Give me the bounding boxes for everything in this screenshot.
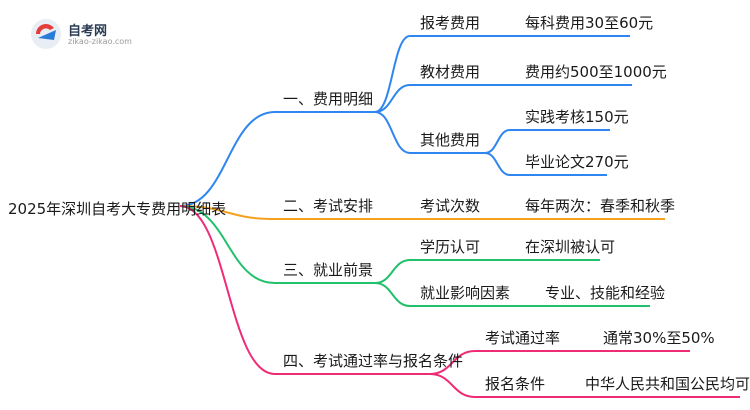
item-label: 考试通过率 [485,329,561,347]
branch-label: 一、费用明细 [283,90,374,108]
item-label: 报名条件 [485,375,546,393]
detail-label: 每科费用30至60元 [525,14,654,32]
item-connector [374,259,411,284]
detail-label: 中华人民共和国公民均可报名 [585,375,750,393]
detail-connector [484,129,511,154]
branch-label: 四、考试通过率与报名条件 [283,352,464,370]
logo-url: zikao-zikao.com [68,37,132,46]
item-label: 考试次数 [420,197,481,215]
detail-label: 在深圳被认可 [525,238,616,256]
item-connector [374,111,411,154]
logo-name: 自考网 [68,24,108,39]
branch-label: 二、考试安排 [283,197,374,215]
item-label: 教材费用 [420,63,481,81]
item-connector [374,282,411,307]
item-label: 报考费用 [420,14,481,32]
root-connector [179,205,276,284]
detail-label: 通常30%至50% [603,329,715,347]
detail-connector [484,152,511,176]
root-connector [179,205,276,220]
detail-label: 专业、技能和经验 [545,284,666,302]
item-connector [429,373,476,398]
item-connector [374,35,411,113]
item-label: 其他费用 [420,131,481,149]
root-connector [179,111,276,207]
logo-mark-icon [31,19,61,49]
item-connector [429,350,476,375]
root-connector [179,205,276,375]
root-topic: 2025年深圳自考大专费用明细表 [8,200,227,218]
item-connector [374,84,411,113]
detail-label: 费用约500至1000元 [525,63,667,81]
site-logo: 自考网 zikao-zikao.com [28,16,148,56]
item-label: 就业影响因素 [420,284,511,302]
detail-label: 实践考核150元 [525,108,629,126]
detail-label: 毕业论文270元 [525,153,629,171]
detail-label: 每年两次：春季和秋季 [525,197,676,215]
item-label: 学历认可 [420,238,481,256]
branch-label: 三、就业前景 [283,261,374,279]
